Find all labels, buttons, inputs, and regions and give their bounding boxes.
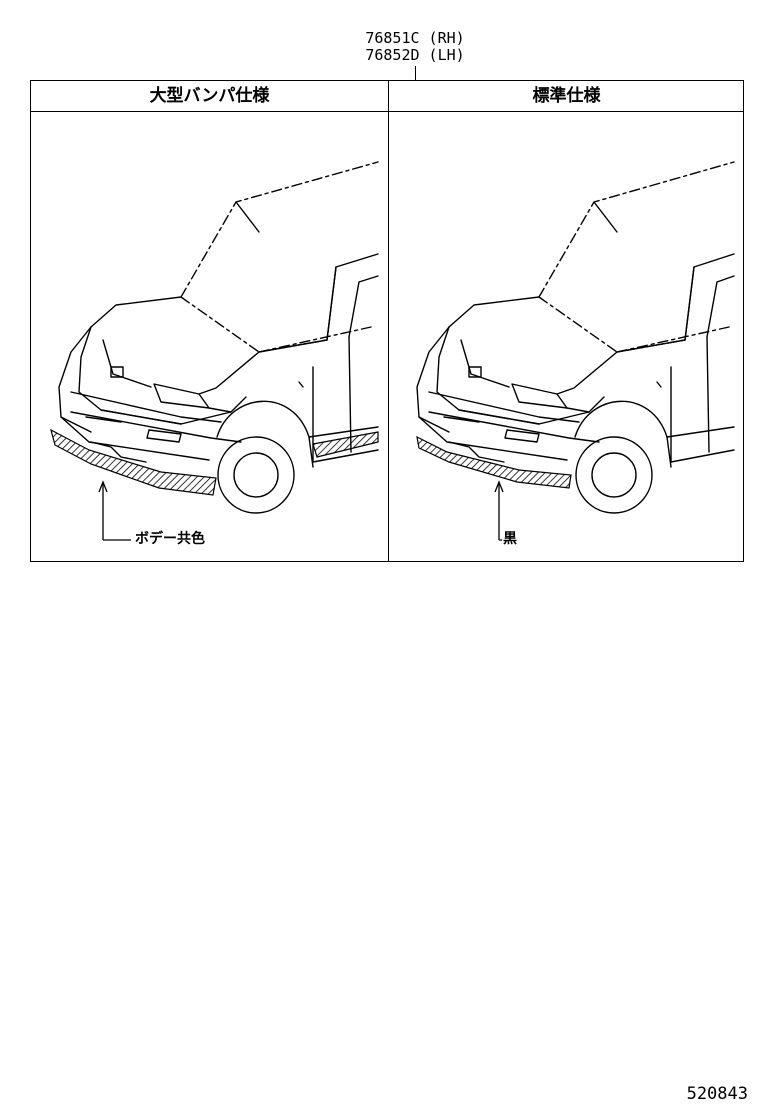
panel-divider [388,81,389,561]
car-illustration-standard [416,161,735,541]
part-number-leader-line [415,66,416,80]
callout-black: 黒 [503,531,517,547]
header-row [31,81,743,112]
figure-code: 520843 [686,1084,748,1104]
illustration-frame: 大型バンパ仕様 標準仕様 [30,80,744,562]
part-number-lh: 76852D (LH) [365,46,465,64]
panel-header-standard: 標準仕様 [532,86,601,106]
part-number-label: 76851C (RH) 76852D (LH) [330,30,500,64]
panel-header-large-bumper: 大型バンパ仕様 [149,86,270,106]
part-number-rh: 76851C (RH) [365,29,465,47]
car-illustration-large-bumper [50,161,379,541]
callout-body-color: ボデー共色 [135,531,205,547]
